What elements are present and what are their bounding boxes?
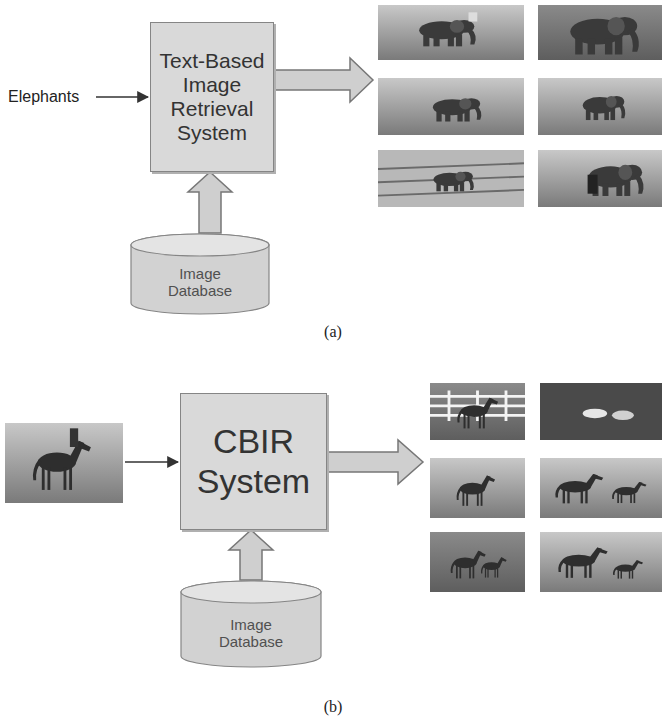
node-text: Text-Based Image Retrieval System — [155, 49, 269, 146]
fence-lines — [378, 163, 524, 195]
animal-figure — [457, 475, 495, 505]
query-photo — [5, 423, 123, 503]
photo-thumbnail — [430, 532, 525, 592]
photo-ground — [378, 78, 524, 135]
database-cylinder: Image Database — [180, 580, 322, 668]
system-box: Text-Based Image Retrieval System — [150, 22, 274, 172]
cylinder-body — [181, 581, 321, 667]
system-box: CBIR System — [180, 393, 327, 530]
block-arrow — [188, 172, 232, 233]
figure-tag: (b) — [308, 697, 358, 716]
node-text: CBIR System — [185, 422, 322, 500]
animal-figure — [451, 551, 486, 579]
query-arrow — [125, 461, 178, 463]
animal-figure — [612, 482, 646, 503]
photo-ground — [430, 532, 525, 592]
animal-figure — [555, 474, 603, 503]
cylinder-top — [131, 234, 269, 256]
photo-thumbnail — [538, 5, 662, 60]
photo-thumbnail — [540, 383, 662, 440]
photo-ground — [540, 458, 662, 518]
animal-figure — [613, 560, 643, 578]
results-arrow — [274, 58, 373, 102]
photo-thumbnail — [378, 78, 524, 135]
animal-figure — [583, 409, 607, 419]
photo-ground — [538, 150, 662, 207]
animal-figure — [612, 411, 634, 421]
query-text: Elephants — [8, 87, 92, 106]
photo-ground — [540, 532, 662, 592]
rider-figure — [70, 428, 78, 447]
photo-ground — [540, 383, 662, 440]
cylinder-top — [181, 581, 321, 603]
node-text: Image Database — [209, 616, 293, 651]
person-figure — [588, 175, 598, 194]
block-arrow — [229, 530, 273, 580]
animal-figure — [457, 398, 498, 429]
photo-thumbnail — [430, 383, 525, 440]
animal-figure — [433, 172, 473, 191]
database-cylinder: Image Database — [130, 233, 270, 315]
results-arrow — [327, 440, 423, 484]
photo-ground — [378, 5, 524, 60]
query-arrow — [96, 96, 148, 98]
photo-ground — [538, 78, 662, 135]
rider-figure — [469, 12, 478, 21]
animal-figure — [558, 547, 607, 577]
figure-tag: (a) — [308, 322, 358, 341]
photo-ground — [430, 383, 525, 440]
node-text: Image Database — [158, 265, 242, 300]
photo-thumbnail — [540, 458, 662, 518]
photo-ground — [430, 458, 525, 518]
animal-figure — [570, 17, 639, 55]
photo-thumbnail — [538, 150, 662, 207]
photo-ground — [5, 423, 123, 503]
photo-thumbnail — [378, 150, 524, 207]
animal-figure — [481, 557, 507, 577]
photo-ground — [378, 150, 524, 207]
photo-thumbnail — [538, 78, 662, 135]
animal-figure — [433, 98, 481, 121]
photo-ground — [538, 5, 662, 60]
cylinder-body — [131, 234, 269, 314]
photo-thumbnail — [378, 5, 524, 60]
animal-figure — [589, 165, 644, 196]
photo-thumbnail — [430, 458, 525, 518]
animal-figure — [419, 20, 476, 46]
animal-figure — [583, 96, 626, 120]
animal-figure — [33, 441, 91, 490]
photo-thumbnail — [540, 532, 662, 592]
